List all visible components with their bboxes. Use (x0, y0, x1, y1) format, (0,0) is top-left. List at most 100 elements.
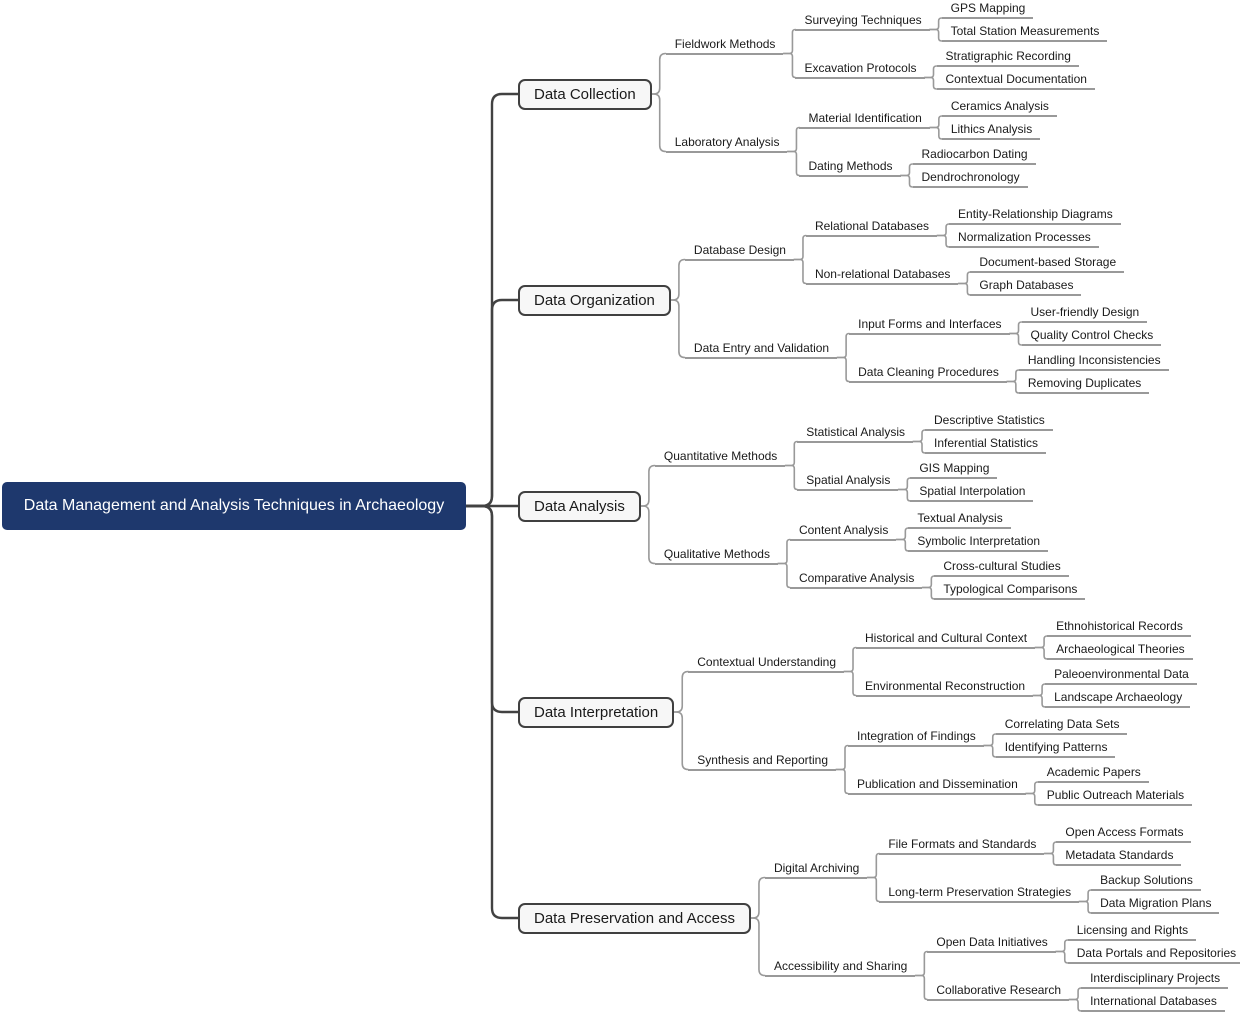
node-inferential-statistics: Inferential Statistics (925, 435, 1047, 454)
node-fieldwork-methods: Fieldwork Methods (665, 36, 784, 55)
node-correlating-data-sets: Correlating Data Sets (995, 716, 1128, 735)
node-row-comparative-analysis: Comparative Analysis Cross-cultural Studi… (789, 558, 1086, 600)
node-row-academic-papers: Academic Papers (1037, 764, 1192, 783)
node-ceramics-analysis: Ceramics Analysis (941, 98, 1057, 117)
node-relational-databases: Relational Databases (805, 218, 938, 237)
node-symbolic-interpretation: Symbolic Interpretation (908, 533, 1049, 552)
node-row-data-portals-and-repositories: Data Portals and Repositories (1067, 945, 1240, 964)
node-public-outreach-materials: Public Outreach Materials (1037, 787, 1193, 806)
node-data-portals-and-repositories: Data Portals and Repositories (1067, 945, 1240, 964)
node-row-stratigraphic-recording: Stratigraphic Recording (936, 48, 1095, 67)
node-quantitative-methods: Quantitative Methods (654, 448, 786, 467)
node-row-quantitative-methods: Quantitative Methods Statistical Analysis… (654, 412, 1086, 502)
node-user-friendly-design: User-friendly Design (1021, 304, 1148, 323)
node-quality-control-checks: Quality Control Checks (1021, 327, 1162, 346)
node-row-cross-cultural-studies: Cross-cultural Studies (934, 558, 1085, 577)
node-row-total-station-measurements: Total Station Measurements (941, 23, 1108, 42)
node-digital-archiving: Digital Archiving (764, 860, 868, 879)
node-international-databases: International Databases (1081, 993, 1225, 1012)
node-row-public-outreach-materials: Public Outreach Materials (1037, 787, 1193, 806)
node-row-radiocarbon-dating: Radiocarbon Dating (912, 146, 1036, 165)
trunk-connector (464, 298, 520, 508)
node-accessibility-and-sharing: Accessibility and Sharing (764, 958, 916, 977)
node-laboratory-analysis: Laboratory Analysis (665, 134, 788, 153)
node-row-typological-comparisons: Typological Comparisons (934, 581, 1086, 600)
node-gis-mapping: GIS Mapping (910, 460, 998, 479)
node-contextual-understanding: Contextual Understanding (688, 654, 845, 673)
node-row-interdisciplinary-projects: Interdisciplinary Projects (1081, 970, 1229, 989)
node-row-ethnohistorical-records: Ethnohistorical Records (1047, 618, 1193, 637)
node-dating-methods: Dating Methods (799, 158, 901, 177)
node-long-term-preservation-strategies: Long-term Preservation Strategies (879, 884, 1080, 903)
node-row-contextual-documentation: Contextual Documentation (936, 71, 1095, 90)
node-row-backup-solutions: Backup Solutions (1091, 872, 1219, 891)
node-database-design: Database Design (684, 242, 794, 261)
node-archaeological-theories: Archaeological Theories (1047, 641, 1193, 660)
node-row-document-based-storage: Document-based Storage (970, 254, 1125, 273)
node-entity-relationship-diagrams: Entity-Relationship Diagrams (949, 206, 1121, 225)
node-contextual-documentation: Contextual Documentation (936, 71, 1095, 90)
node-row-gis-mapping: GIS Mapping (910, 460, 1033, 479)
node-file-formats-and-standards: File Formats and Standards (879, 836, 1045, 855)
node-ethnohistorical-records: Ethnohistorical Records (1047, 618, 1191, 637)
node-row-dendrochronology: Dendrochronology (912, 169, 1036, 188)
node-row-open-access-formats: Open Access Formats (1056, 824, 1192, 843)
node-descriptive-statistics: Descriptive Statistics (925, 412, 1053, 431)
node-stratigraphic-recording: Stratigraphic Recording (936, 48, 1079, 67)
node-dendrochronology: Dendrochronology (912, 169, 1028, 188)
children-of-data-interpretation: Contextual Understanding Historical and C… (688, 618, 1197, 806)
node-row-normalization-processes: Normalization Processes (949, 229, 1121, 248)
node-document-based-storage: Document-based Storage (970, 254, 1125, 273)
node-backup-solutions: Backup Solutions (1091, 872, 1201, 891)
node-metadata-standards: Metadata Standards (1056, 847, 1182, 866)
node-historical-and-cultural-context: Historical and Cultural Context (856, 630, 1036, 649)
node-row-contextual-understanding: Contextual Understanding Historical and C… (688, 618, 1197, 708)
branch-node-data-collection: Data Collection (518, 78, 652, 110)
node-spatial-interpolation: Spatial Interpolation (910, 483, 1034, 502)
node-row-entity-relationship-diagrams: Entity-Relationship Diagrams (949, 206, 1121, 225)
node-excavation-protocols: Excavation Protocols (795, 60, 925, 79)
node-surveying-techniques: Surveying Techniques (795, 12, 930, 31)
node-row-identifying-patterns: Identifying Patterns (995, 739, 1128, 758)
node-row-historical-and-cultural-context: Historical and Cultural Context Ethnohist… (856, 618, 1197, 660)
node-row-laboratory-analysis: Laboratory Analysis Material Identificati… (665, 98, 1108, 188)
node-radiocarbon-dating: Radiocarbon Dating (912, 146, 1036, 165)
node-data-migration-plans: Data Migration Plans (1091, 895, 1220, 914)
node-row-digital-archiving: Digital Archiving File Formats and Standa… (764, 824, 1240, 914)
node-row-descriptive-statistics: Descriptive Statistics (925, 412, 1053, 431)
branch-row-data-collection: Data Collection Fieldwork Methods Surveyin… (518, 0, 1240, 188)
node-row-symbolic-interpretation: Symbolic Interpretation (908, 533, 1049, 552)
branch-node-data-interpretation: Data Interpretation (518, 696, 675, 728)
node-row-paleoenvironmental-data: Paleoenvironmental Data (1045, 666, 1197, 685)
node-comparative-analysis: Comparative Analysis (789, 570, 923, 589)
node-row-relational-databases: Relational Databases Entity-Relationship … (805, 206, 1124, 248)
node-row-spatial-interpolation: Spatial Interpolation (910, 483, 1034, 502)
children-of-data-analysis: Quantitative Methods Statistical Analysis… (654, 412, 1086, 600)
